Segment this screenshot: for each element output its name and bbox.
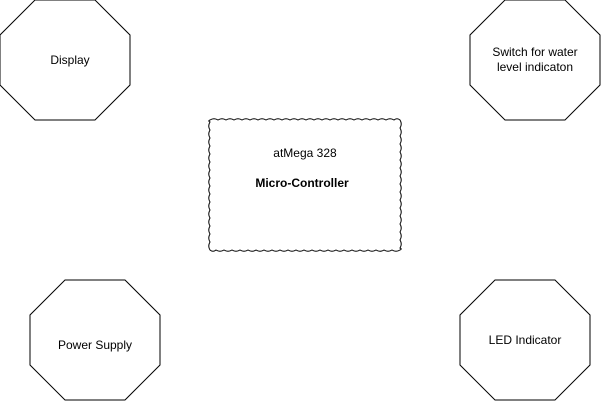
led-indicator-octagon xyxy=(459,279,591,401)
display-node[interactable]: Display xyxy=(0,0,131,121)
power-supply-node[interactable]: Power Supply xyxy=(29,279,161,401)
led-indicator-node[interactable]: LED Indicator xyxy=(459,279,591,401)
power-supply-label: Power Supply xyxy=(58,338,132,352)
controller-label-line2: Micro-Controller xyxy=(255,176,349,190)
led-indicator-label: LED Indicator xyxy=(489,333,562,347)
controller-cloud-shape xyxy=(208,118,402,252)
display-octagon xyxy=(0,0,131,121)
power-supply-octagon xyxy=(29,279,161,401)
water-switch-node[interactable]: Switch for water level indicaton xyxy=(469,0,601,121)
water-switch-octagon xyxy=(469,0,601,121)
controller-node[interactable]: atMega 328 Micro-Controller xyxy=(208,118,402,252)
controller-label-line1: atMega 328 xyxy=(273,146,337,160)
water-switch-label-line2: level indicaton xyxy=(497,60,573,74)
water-switch-label-line1: Switch for water xyxy=(492,45,577,59)
display-label: Display xyxy=(50,53,89,67)
